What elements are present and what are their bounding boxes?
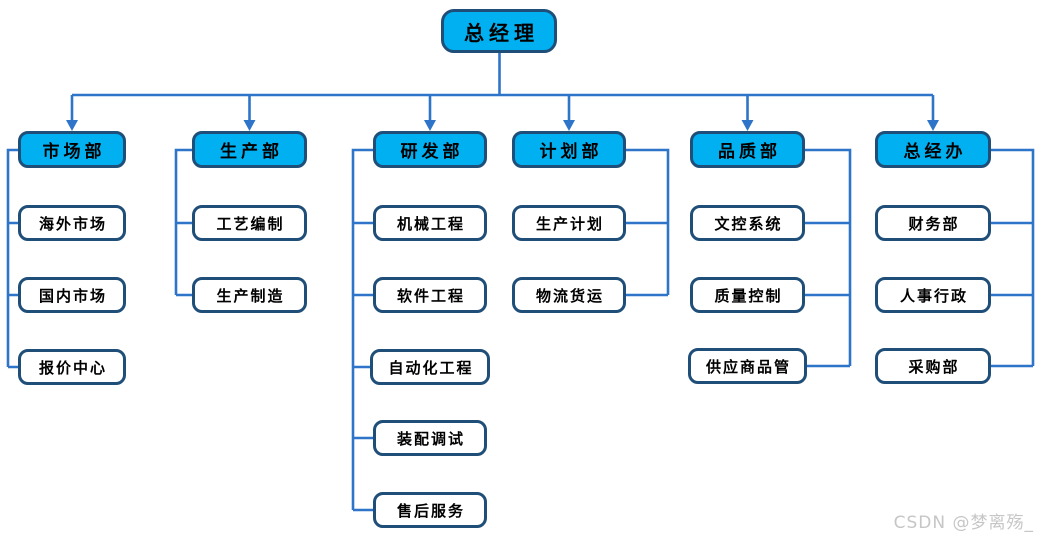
sub-node-software-eng: 软件工程 [373,277,487,313]
sub-node-logistics: 物流货运 [512,277,626,313]
branch-gm-office [991,148,1035,368]
arrow-planning [563,120,575,131]
sub-node-hr-admin: 人事行政 [875,277,991,313]
branch-production [174,148,192,297]
sub-node-quality-control: 质量控制 [690,277,805,313]
sub-node-finance: 财务部 [875,205,991,241]
arrow-rnd [424,120,436,131]
dept-node-planning: 计划部 [512,131,626,168]
arrow-marketing [66,120,78,131]
sub-node-doc-control: 文控系统 [690,205,805,241]
sub-node-mechanical-eng: 机械工程 [373,205,487,241]
sub-node-manufacturing: 生产制造 [192,277,307,313]
sub-node-assembly-debug: 装配调试 [373,420,487,456]
dept-node-rnd: 研发部 [373,131,487,168]
sub-node-quotation-center: 报价中心 [18,349,126,385]
branch-quality [805,148,852,368]
branch-planning [626,148,670,297]
sub-node-overseas-market: 海外市场 [18,205,126,241]
sub-node-production-plan: 生产计划 [512,205,626,241]
arrow-quality [741,120,754,131]
dept-node-gm-office: 总经办 [875,131,991,168]
sub-node-domestic-market: 国内市场 [18,277,126,313]
branch-rnd [351,148,373,512]
sub-node-purchasing: 采购部 [875,348,991,384]
arrow-production [243,120,256,131]
branch-marketing [6,148,18,369]
dept-node-marketing: 市场部 [18,131,126,168]
arrow-gm-office [927,120,939,131]
sub-node-automation-eng: 自动化工程 [370,349,490,385]
org-node-root: 总经理 [441,9,557,53]
dept-node-production: 生产部 [192,131,307,168]
sub-node-process-planning: 工艺编制 [192,205,307,241]
dept-node-quality: 品质部 [690,131,805,168]
sub-node-after-sales: 售后服务 [373,492,487,528]
sub-node-supplier-qa: 供应商品管 [688,348,807,384]
csdn-watermark: CSDN @梦离殇_ [893,513,1034,533]
